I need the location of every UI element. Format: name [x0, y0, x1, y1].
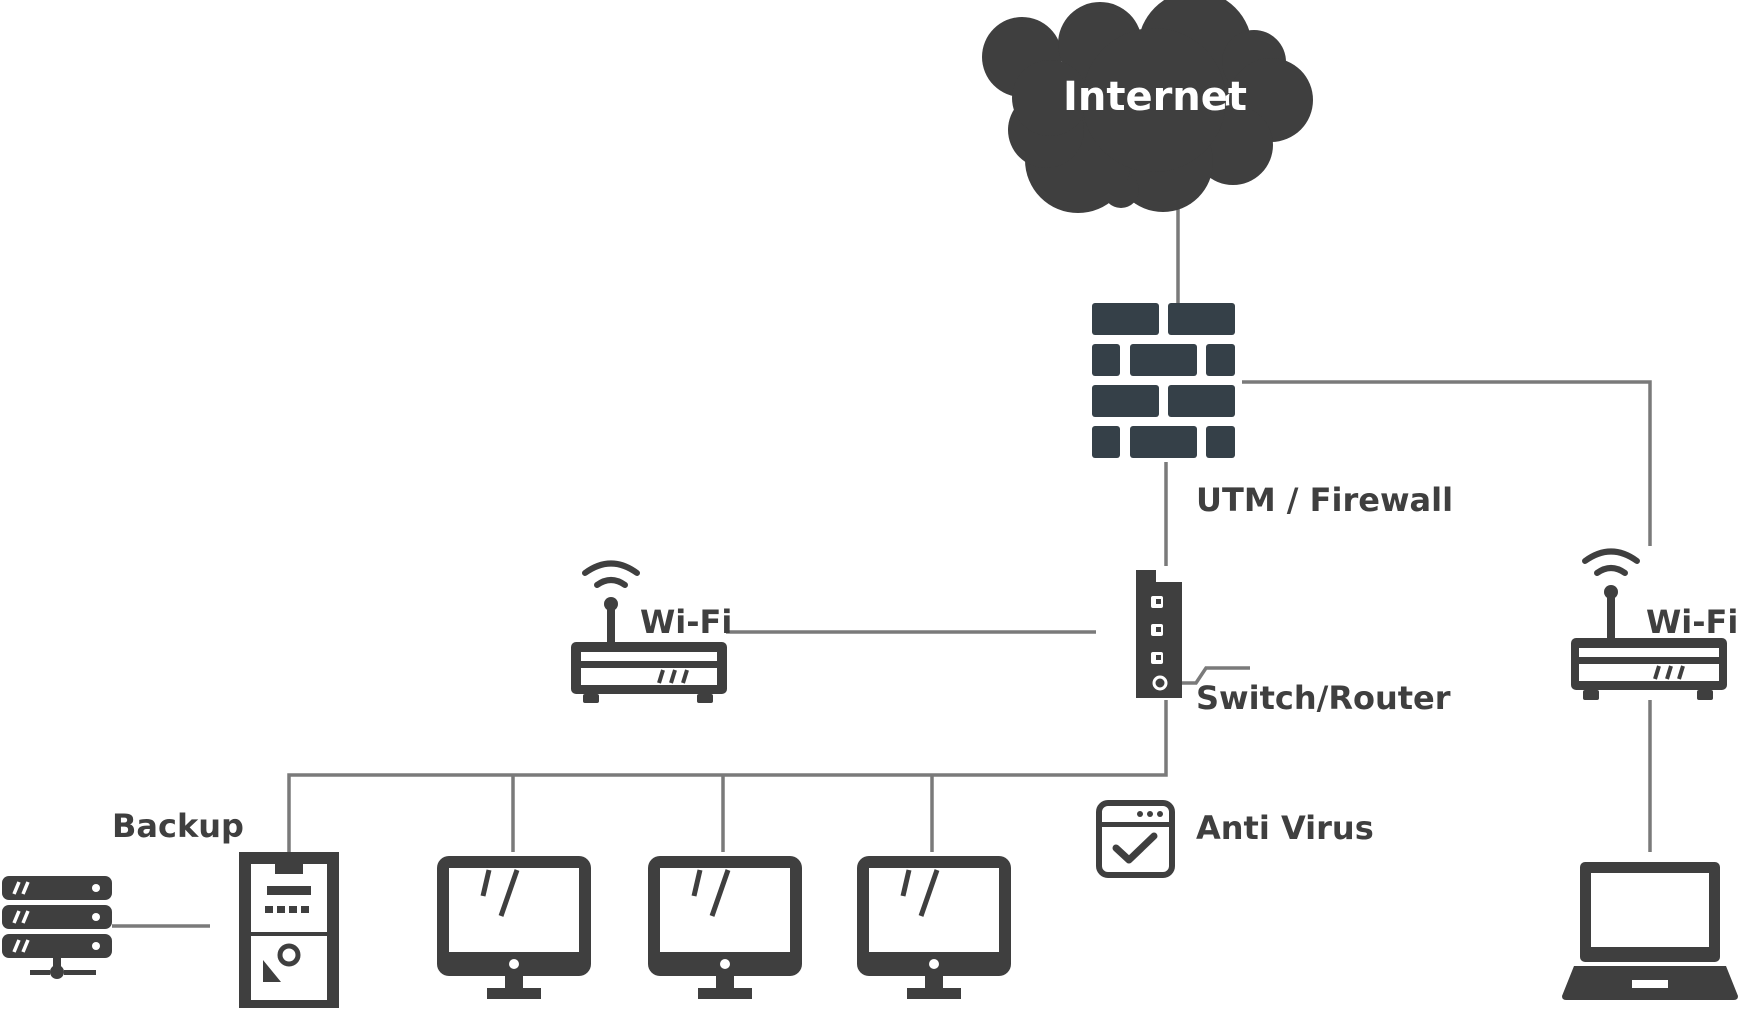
monitor-icon: [648, 856, 802, 999]
wifi-router-icon: [571, 560, 727, 703]
firewall-label: UTM / Firewall: [1196, 481, 1453, 519]
wifi-left-label: Wi-Fi: [640, 603, 732, 641]
cloud-label: Internet: [1063, 74, 1247, 120]
server-rack-icon: [2, 876, 112, 979]
backup-label: Backup: [112, 807, 244, 845]
monitor-icon: [437, 856, 591, 999]
connections: [112, 205, 1652, 928]
wire-firewall-wifi-right: [1242, 380, 1652, 546]
firewall-icon: [1092, 303, 1235, 458]
switch-router-icon: [1136, 570, 1182, 698]
antivirus-label: Anti Virus: [1196, 809, 1374, 847]
cloud-icon: [982, 0, 1313, 213]
wifi-router-icon: [1571, 548, 1727, 700]
wire-switch-lan-bus: [287, 700, 1168, 852]
laptop-icon: [1562, 862, 1738, 1000]
tower-pc-icon: [239, 852, 339, 1008]
wifi-right-label: Wi-Fi: [1646, 603, 1738, 641]
antivirus-icon: [1096, 800, 1175, 878]
switch-label: Switch/Router: [1196, 679, 1451, 717]
monitor-icon: [857, 856, 1011, 999]
